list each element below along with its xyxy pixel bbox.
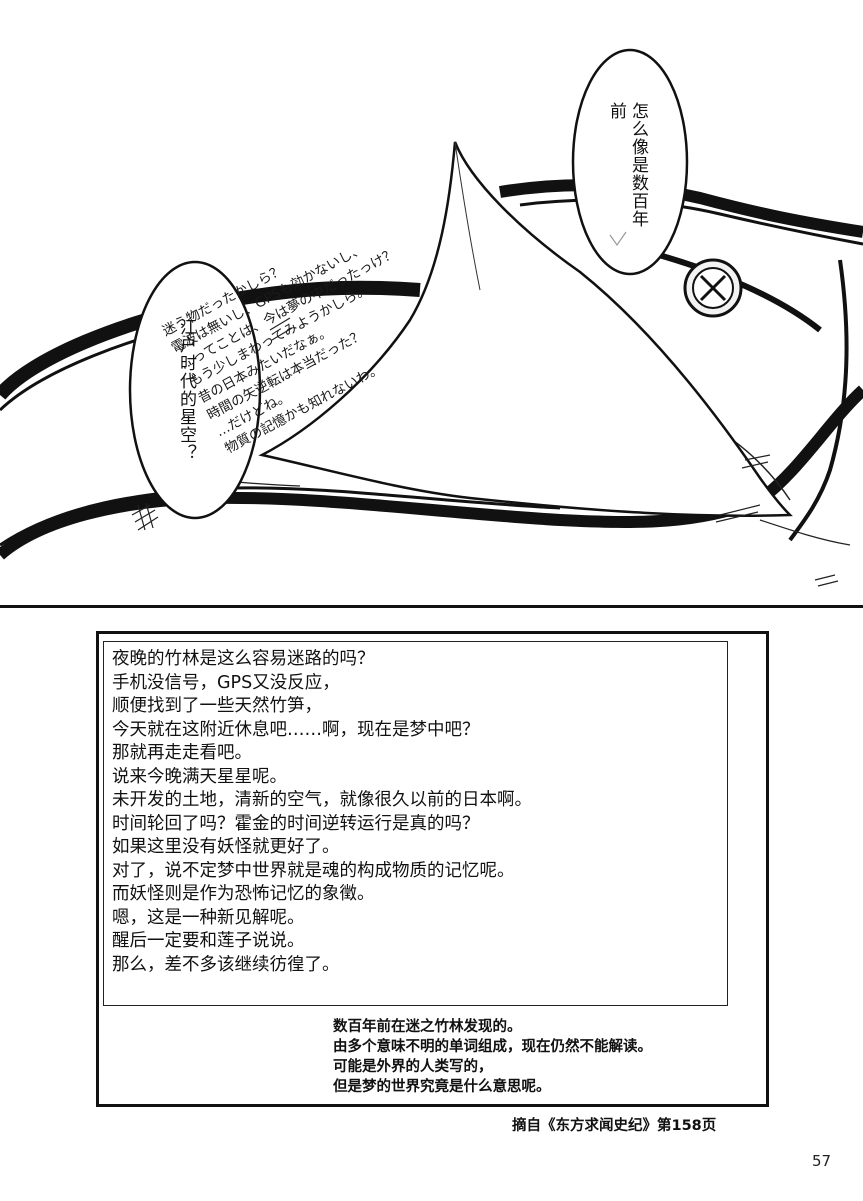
speech-bubble-left: 江户时代的星空？ <box>176 318 196 462</box>
translation-line: 嗯，这是一种新见解呢。 <box>112 907 305 928</box>
caption-line: 数百年前在迷之竹林发现的。 <box>333 1019 522 1035</box>
translation-line: 今天就在这附近休息吧……啊，现在是梦中吧？ <box>112 719 480 740</box>
translation-line: 时间轮回了吗？霍金的时间逆转运行是真的吗？ <box>112 813 480 834</box>
translation-line: 对了，说不定梦中世界就是魂的构成物质的记忆呢。 <box>112 860 515 881</box>
translation-line: 那么，差不多该继续彷徨了。 <box>112 954 340 975</box>
translation-line: 如果这里没有妖怪就更好了。 <box>112 837 340 857</box>
translation-line: 未开发的土地，清新的空气，就像很久以前的日本啊。 <box>112 790 532 810</box>
translation-line: 顺便找到了一些天然竹笋， <box>112 696 322 716</box>
translation-line: 那就再走走看吧。 <box>112 743 252 763</box>
translation-line: 夜晚的竹林是这么容易迷路的吗？ <box>112 649 375 669</box>
translation-line: 醒后一定要和莲子说说。 <box>112 931 305 951</box>
source-citation: 摘自《东方求闻史纪》第158页 <box>512 1118 717 1134</box>
translation-line: 而妖怪则是作为恐怖记忆的象徵。 <box>112 884 375 904</box>
page-number: 57 <box>812 1152 832 1170</box>
translation-line: 说来今晚满天星星呢。 <box>112 766 287 787</box>
caption-line: 由多个意味不明的单词组成，现在仍然不能解读。 <box>333 1039 652 1055</box>
caption-line: 可能是外界的人类写的， <box>333 1059 493 1075</box>
panel-divider <box>0 605 863 608</box>
caption-line: 但是梦的世界究竟是什么意思呢。 <box>333 1079 551 1095</box>
caption-note: 数百年前在迷之竹林发现的。 由多个意味不明的单词组成，现在仍然不能解读。 可能是… <box>333 1017 652 1097</box>
translation-box: 夜晚的竹林是这么容易迷路的吗？ 手机没信号，GPS又没反应， 顺便找到了一些天然… <box>103 641 728 1006</box>
manga-panel-art <box>0 48 863 587</box>
speech-bubble-right: 怎么像是数百年前 <box>606 102 648 228</box>
translation-line: 手机没信号，GPS又没反应， <box>112 672 340 693</box>
